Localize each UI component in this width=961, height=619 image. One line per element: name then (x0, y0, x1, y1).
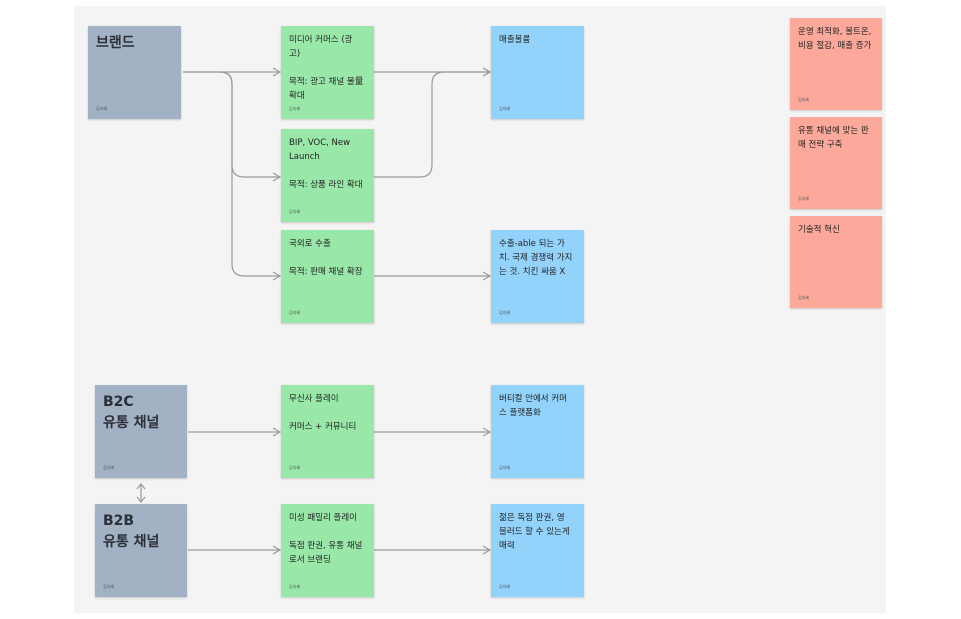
note-tech-innovation[interactable]: 기술적 혁신 김지혜 (790, 216, 882, 308)
note-author: 김지혜 (798, 97, 810, 102)
note-export[interactable]: 국외로 수출 목적: 판매 채널 확장 김지혜 (281, 230, 374, 323)
note-text: 운영 최적화, 볼트온, 비용 절감, 매출 증가 (798, 27, 872, 51)
note-author: 김지혜 (499, 465, 511, 470)
note-text: 유통 채널에 맞는 판 매 전략 구축 (798, 126, 869, 150)
connector-bip-sales (374, 67, 492, 178)
note-author: 김지혜 (289, 584, 301, 589)
note-text: 버티컬 안에서 커머 스 플랫폼화 (499, 394, 567, 418)
note-text: B2C 유통 채널 (103, 394, 160, 431)
note-text: 브랜드 (96, 35, 135, 51)
note-text: 미디어 커머스 (광 고) 목적: 광고 채널 물量 확대 (289, 35, 364, 101)
note-b2b-channel[interactable]: B2B 유통 채널 김지혜 (95, 504, 187, 597)
note-brand[interactable]: 브랜드 김지혜 (88, 26, 181, 119)
note-text: 기술적 혁신 (798, 225, 840, 235)
note-text: B2B 유통 채널 (103, 513, 160, 550)
note-author: 김지혜 (499, 584, 511, 589)
note-sales-volume[interactable]: 매출볼륨 김지혜 (491, 26, 584, 119)
note-author: 김지혜 (289, 106, 301, 111)
note-author: 김지혜 (798, 196, 810, 201)
note-exportable-value[interactable]: 수출-able 되는 가 치. 국제 경쟁력 가지 는 것. 치킨 싸움 X 김… (491, 230, 584, 323)
note-musinsa-play[interactable]: 무신사 플레이 커머스 + 커뮤니티 김지혜 (281, 385, 374, 478)
note-text: 미성 패밀리 플레이 독점 판권, 유통 채널 로서 브랜딩 (289, 513, 363, 565)
note-text: 젊은 독점 판권, 영 블러드 할 수 있는게 매력 (499, 513, 570, 551)
note-author: 김지혜 (103, 584, 115, 589)
note-channel-strategy[interactable]: 유통 채널에 맞는 판 매 전략 구축 김지혜 (790, 117, 882, 209)
note-author: 김지혜 (289, 310, 301, 315)
note-author: 김지혜 (499, 310, 511, 315)
note-young-license[interactable]: 젊은 독점 판권, 영 블러드 할 수 있는게 매력 김지혜 (491, 504, 584, 597)
note-media-commerce[interactable]: 미디어 커머스 (광 고) 목적: 광고 채널 물量 확대 김지혜 (281, 26, 374, 119)
note-author: 김지혜 (103, 465, 115, 470)
note-author: 김지혜 (96, 106, 108, 111)
whiteboard-canvas[interactable] (74, 6, 886, 613)
note-text: 수출-able 되는 가 치. 국제 경쟁력 가지 는 것. 치킨 싸움 X (499, 239, 573, 277)
note-text: 무신사 플레이 커머스 + 커뮤니티 (289, 394, 357, 432)
note-operations[interactable]: 운영 최적화, 볼트온, 비용 절감, 매출 증가 김지혜 (790, 18, 882, 110)
note-vertical-platform[interactable]: 버티컬 안에서 커머 스 플랫폼화 김지혜 (491, 385, 584, 478)
note-text: 국외로 수출 목적: 판매 채널 확장 (289, 239, 363, 277)
note-author: 김지혜 (499, 106, 511, 111)
note-bip-voc[interactable]: BIP, VOC, New Launch 목적: 상품 라인 확대 김지혜 (281, 129, 374, 222)
note-b2c-channel[interactable]: B2C 유통 채널 김지혜 (95, 385, 187, 478)
note-misung-family[interactable]: 미성 패밀리 플레이 독점 판권, 유통 채널 로서 브랜딩 김지혜 (281, 504, 374, 597)
note-text: 매출볼륨 (499, 35, 531, 45)
note-text: BIP, VOC, New Launch 목적: 상품 라인 확대 (289, 138, 363, 190)
connector-brand-export (219, 71, 282, 281)
note-author: 김지혜 (289, 209, 301, 214)
note-author: 김지혜 (798, 295, 810, 300)
note-author: 김지혜 (289, 465, 301, 470)
